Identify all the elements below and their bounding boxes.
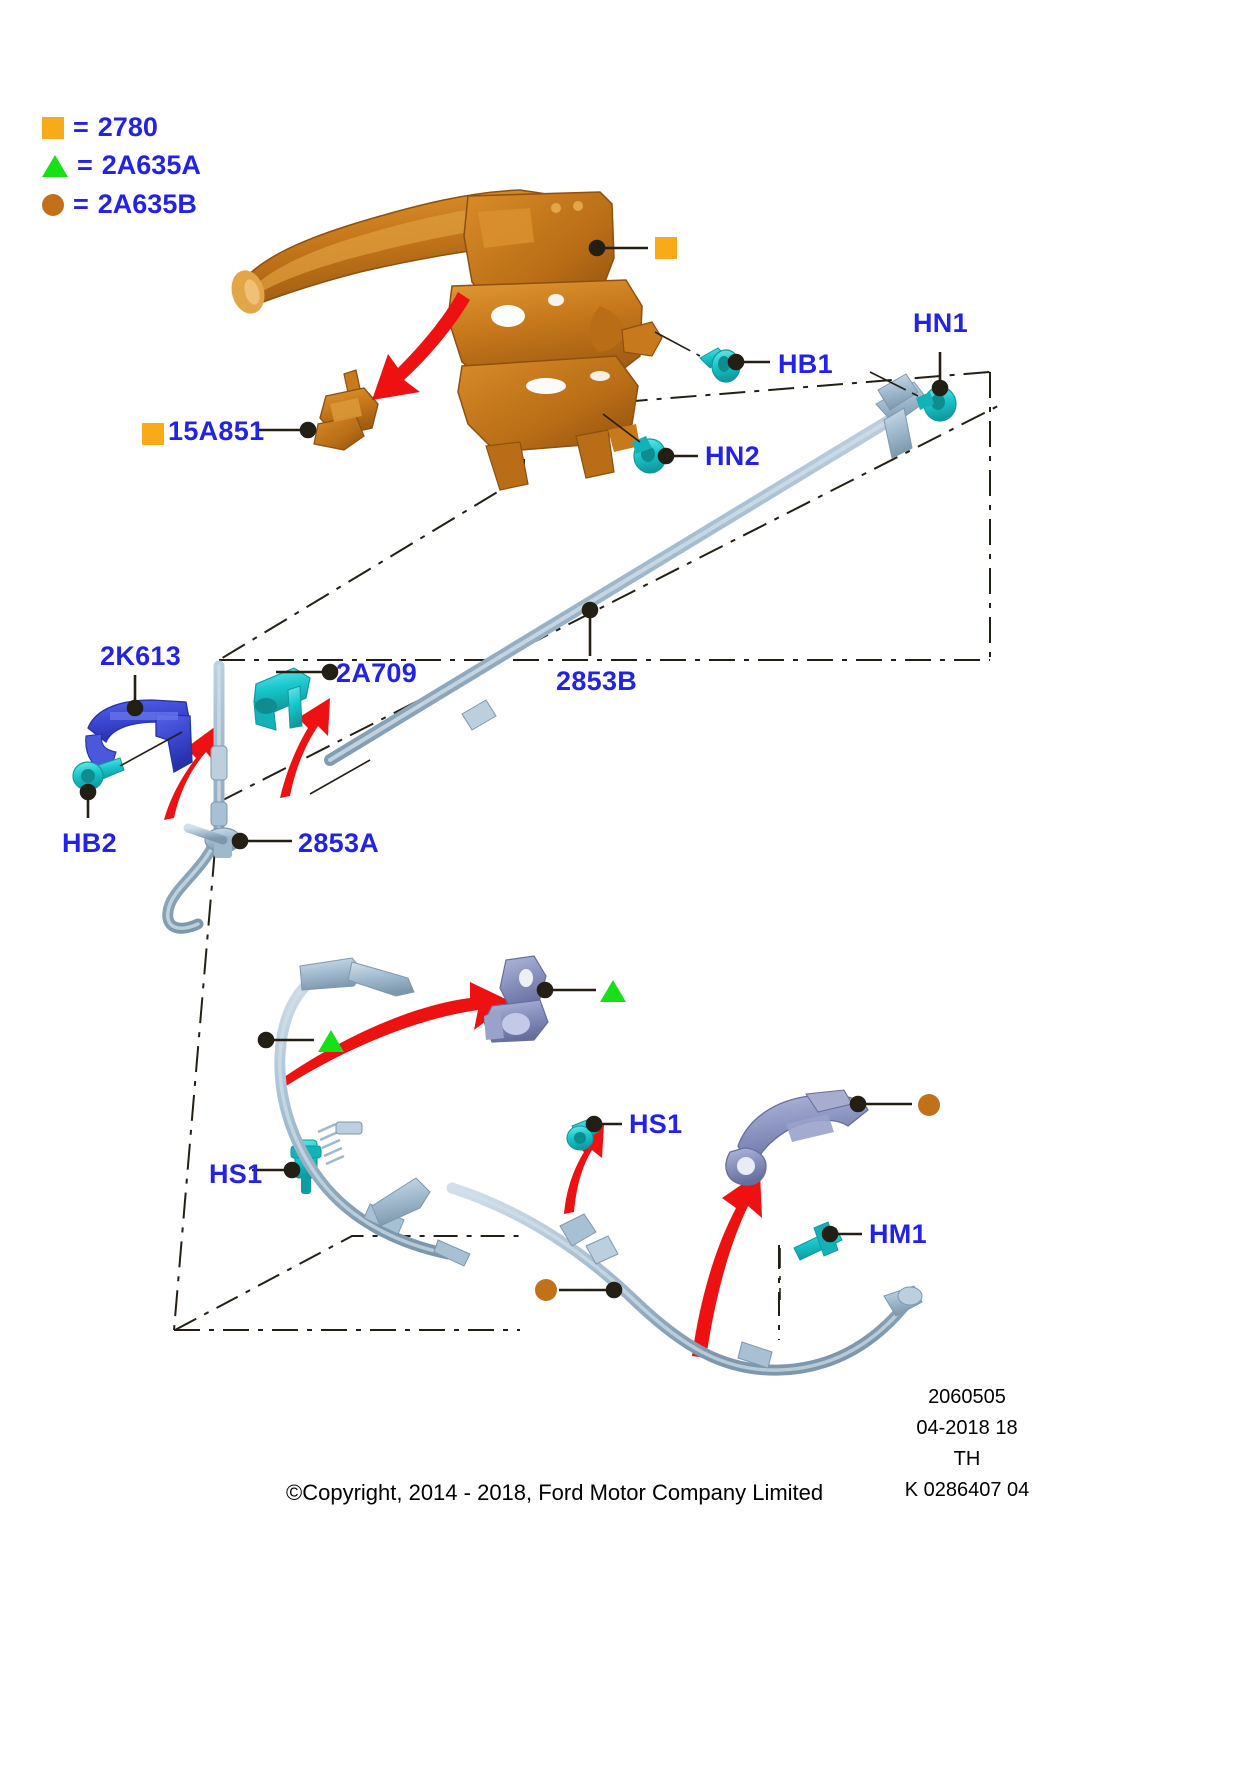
fastener-HN1 — [916, 386, 957, 422]
label-HB1: HB1 — [778, 349, 833, 379]
marker-2A635A-cable — [318, 1030, 344, 1052]
marker-2780-lever — [655, 237, 677, 259]
part-2A635B-lever-arm — [725, 1089, 869, 1186]
marker-2A635B-lever — [918, 1094, 940, 1116]
label-15A851: 15A851 — [168, 416, 265, 446]
part-2A635B-rear-cable-right — [371, 1177, 923, 1376]
legend-equals: = — [73, 189, 89, 219]
fastener-pointer-lines — [119, 331, 919, 1300]
label-2A709: 2A709 — [336, 658, 418, 688]
copyright-notice: ©Copyright, 2014 - 2018, Ford Motor Comp… — [286, 1480, 824, 1505]
legend-item-2A635B: = 2A635B — [42, 189, 197, 220]
footer-market-code: TH — [953, 1448, 981, 1470]
legend-code-2A635B: 2A635B — [97, 189, 197, 219]
phantom-outline-bottom-right — [174, 1235, 780, 1340]
part-2A709-cable-guide-clip — [253, 667, 311, 731]
fastener-HB2 — [72, 757, 125, 791]
label-HN1: HN1 — [913, 308, 968, 338]
legend-code-2780: 2780 — [97, 112, 158, 142]
legend-equals: = — [77, 150, 93, 180]
assembly-direction-arrows — [164, 292, 762, 1358]
part-2853B-equalizer-rod — [324, 373, 929, 766]
label-HS1-mid: HS1 — [629, 1109, 683, 1139]
footer-drawing-number: 2060505 — [928, 1386, 1006, 1408]
footer-date: 04-2018 18 — [916, 1417, 1018, 1439]
label-2K613: 2K613 — [100, 641, 182, 671]
part-2780-parking-brake-lever — [231, 189, 663, 491]
square-orange-icon — [42, 116, 64, 139]
label-2853A: 2853A — [298, 828, 380, 858]
part-15A851-parking-brake-switch — [313, 369, 379, 451]
label-HN2: HN2 — [705, 441, 760, 471]
part-2A635A-bracket — [483, 955, 549, 1043]
label-HS1-left: HS1 — [209, 1159, 263, 1189]
legend-item-2A635A: = 2A635A — [42, 150, 201, 181]
legend-equals: = — [73, 112, 89, 142]
leader-lines — [79, 239, 949, 1299]
label-HB2: HB2 — [62, 828, 117, 858]
marker-2A635A-bracket — [600, 980, 626, 1002]
legend-item-2780: = 2780 — [42, 112, 158, 143]
label-2853B: 2853B — [556, 666, 638, 696]
footer-block: 2060505 04-2018 18 TH K 0286407 04 — [852, 1382, 1082, 1506]
marker-2A635B-cable — [535, 1279, 557, 1301]
legend-code-2A635A: 2A635A — [101, 150, 201, 180]
footer-doc-number: K 0286407 04 — [904, 1479, 1030, 1501]
marker-2780-switch — [142, 423, 164, 445]
phantom-outline-lower — [173, 404, 1001, 1331]
triangle-green-icon — [42, 154, 68, 177]
part-2A635A-rear-cable-left — [274, 957, 471, 1267]
label-HM1: HM1 — [869, 1219, 927, 1249]
part-2853A-front-parking-brake-cable — [162, 660, 242, 934]
circle-brown-icon — [42, 193, 64, 216]
